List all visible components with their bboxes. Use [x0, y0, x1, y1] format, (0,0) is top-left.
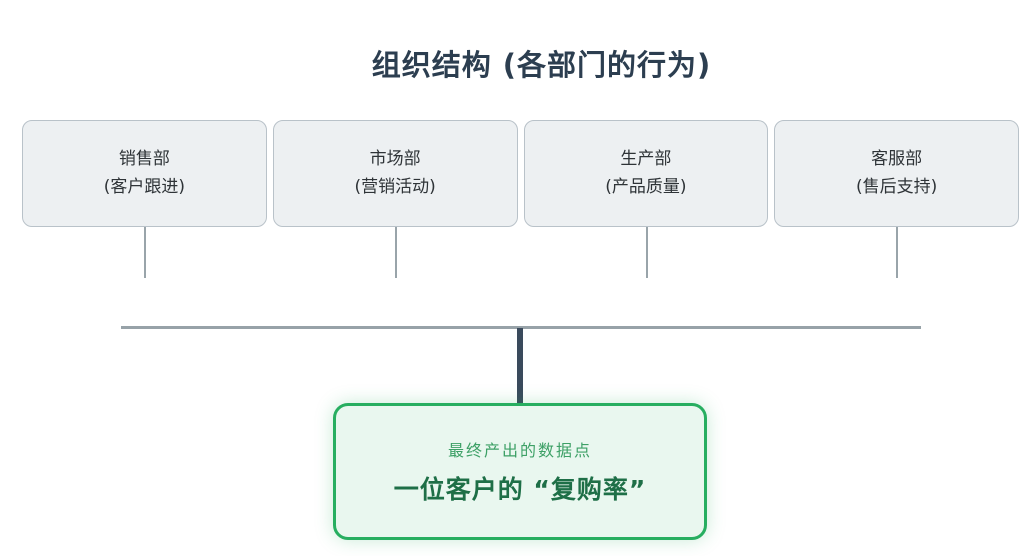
- connector-line-service: [896, 227, 898, 278]
- department-box-sales: 销售部 (客户跟进): [22, 120, 267, 227]
- department-box-marketing: 市场部 (营销活动): [272, 120, 518, 227]
- department-behavior: (客户跟进): [103, 177, 185, 197]
- department-name: 生产部: [620, 149, 672, 169]
- department-name: 市场部: [369, 149, 421, 169]
- department-box-production: 生产部 (产品质量): [523, 120, 769, 227]
- connector-trunk-line: [517, 328, 523, 404]
- department-name: 客服部: [871, 149, 923, 169]
- connector-line-marketing: [395, 227, 397, 278]
- department-behavior: (营销活动): [354, 177, 436, 197]
- connector-line-sales: [144, 227, 146, 278]
- diagram-title: 组织结构 (各部门的行为): [371, 48, 712, 82]
- output-value: 一位客户的 “复购率”: [393, 475, 647, 504]
- connector-line-production: [646, 227, 648, 278]
- output-box: 最终产出的数据点 一位客户的 “复购率”: [333, 403, 707, 540]
- output-label: 最终产出的数据点: [447, 441, 592, 460]
- connector-horizontal-bus: [121, 326, 921, 329]
- department-name: 销售部: [118, 149, 170, 169]
- department-box-service: 客服部 (售后支持): [774, 120, 1019, 227]
- department-behavior: (产品质量): [605, 177, 687, 197]
- department-row: 销售部 (客户跟进) 市场部 (营销活动) 生产部 (产品质量) 客服部 (售后…: [22, 120, 1019, 227]
- department-behavior: (售后支持): [855, 177, 938, 197]
